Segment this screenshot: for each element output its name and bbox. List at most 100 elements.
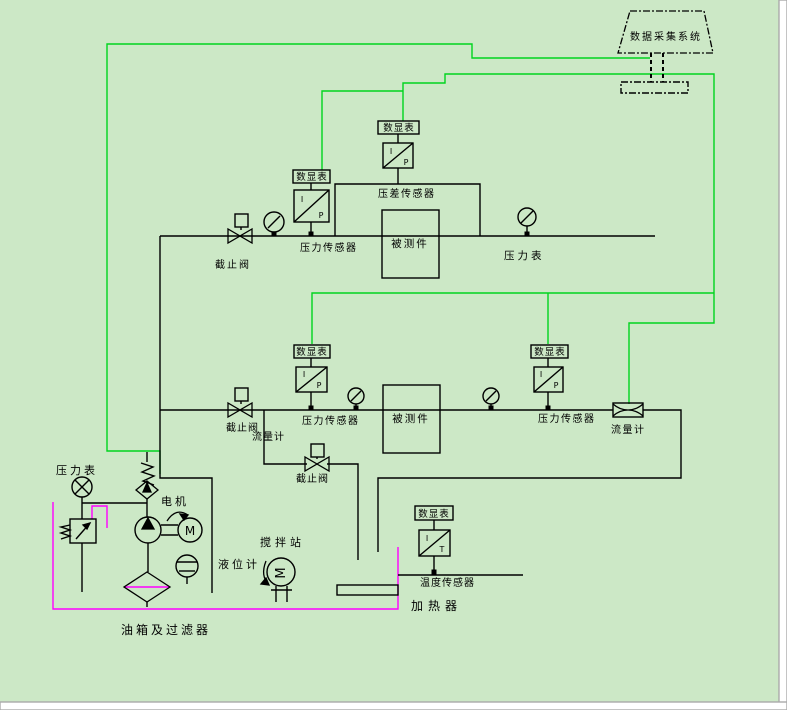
pipe-bypass-b [327, 463, 359, 560]
junction [271, 231, 277, 237]
gauge2-needle [520, 210, 534, 224]
label-ip0-i: I [390, 147, 392, 156]
heater-bar [336, 584, 399, 596]
relief-valve-body [69, 518, 97, 544]
junction [488, 405, 494, 411]
scrollbar-right [778, 0, 787, 710]
label-pressure-gauge2: 压力表 [56, 463, 98, 477]
label-pressure-gauge1: 压力表 [504, 249, 545, 262]
label-ip2-i: I [303, 370, 305, 379]
motor-circle [177, 517, 203, 543]
label-pressure-sensor3: 压力传感器 [538, 412, 596, 425]
label-ip1-p: P [319, 211, 324, 220]
motor-rotation-arrow [166, 511, 189, 522]
display1-box [377, 120, 420, 135]
label-display4: 数显表 [534, 346, 566, 358]
it-transducer-box [418, 529, 451, 557]
gauge3-needle [350, 390, 362, 402]
valve2-actuator [234, 387, 249, 402]
dp-sensor-taps [334, 183, 481, 236]
display5-box [414, 505, 454, 521]
pipe-bypass-a [263, 410, 307, 465]
relief-spring [58, 524, 73, 540]
ip1-transducer-box [293, 189, 330, 223]
label-pressure-sensor1: 压力传感器 [300, 241, 358, 254]
check-valve-arrow [141, 481, 153, 493]
it-diagonal [418, 529, 451, 557]
label-display1: 数显表 [383, 122, 415, 134]
display2-box [292, 169, 331, 184]
gauge3-dial [347, 387, 365, 405]
pipe-trunk [159, 236, 213, 593]
valve1-actuator [234, 213, 249, 228]
ip3-transducer-box [533, 366, 564, 393]
pipe-line2-return [377, 409, 682, 552]
gauge4-dial [482, 387, 500, 405]
ip0-transducer-box [382, 142, 414, 169]
relief-arrow-head [81, 521, 92, 531]
scrollbar-bottom [0, 701, 787, 710]
flowmeter-box [612, 402, 644, 418]
ip1-diagonal [293, 189, 330, 223]
breather-circle [175, 554, 199, 578]
label-heater: 加热器 [411, 599, 462, 613]
dut2-box [382, 384, 441, 454]
label-stirrer-m: M [274, 567, 289, 578]
label-it-i: I [426, 534, 428, 543]
label-ip2-p: P [317, 381, 322, 390]
label-level-gauge: 液位计 [218, 557, 260, 571]
label-daq-system: 数据采集系统 [630, 30, 702, 43]
display4-box [530, 344, 569, 359]
gauge4-needle [485, 390, 497, 402]
stirrer-rotation-arrowhead [259, 576, 271, 586]
label-mixing-station: 搅拌站 [260, 535, 305, 549]
label-dp-sensor: 压差传感器 [378, 187, 436, 200]
tank-outline [52, 502, 399, 610]
valve3-body [304, 455, 330, 473]
pump-gauge-x2 [74, 479, 90, 495]
label-motor: 电机 [161, 494, 189, 508]
label-it-t: T [439, 545, 445, 554]
label-shutoff-valve2: 截止阀 [226, 421, 259, 434]
label-dut2: 被测件 [392, 412, 430, 425]
daq-signal-branch-row2 [311, 292, 714, 344]
ip2-transducer-box [295, 366, 328, 393]
flowmeter-element [612, 403, 644, 417]
display3-box [293, 344, 331, 359]
pump-spring [140, 462, 156, 486]
label-ip3-i: I [540, 370, 542, 379]
daq-signal-branch-display2 [321, 90, 403, 170]
label-shutoff-valve1: 截止阀 [215, 258, 251, 271]
valve1-body [227, 227, 253, 245]
label-ip0-p: P [404, 158, 409, 167]
junction [353, 405, 359, 411]
junction [431, 569, 437, 575]
ip0-diagonal [382, 142, 414, 169]
valve2-body [227, 401, 253, 419]
gauge2-dial [517, 207, 537, 227]
junction [545, 405, 551, 411]
label-tank-filter: 油箱及过滤器 [121, 622, 211, 637]
label-shutoff-valve3: 截止阀 [296, 472, 329, 485]
motor-rotation-arrowhead [178, 513, 190, 522]
junction [524, 231, 530, 237]
filter-diamond [122, 571, 172, 603]
label-display3: 数显表 [296, 346, 328, 358]
check-valve-diamond [134, 480, 160, 500]
ip3-diagonal [533, 366, 564, 393]
label-flowmeter2: 流量计 [611, 423, 646, 436]
label-display2: 数显表 [296, 171, 328, 183]
pump-flow-triangle [140, 516, 156, 530]
daq-signal-line-main [402, 73, 715, 404]
label-motor-m: M [185, 524, 195, 538]
label-display5: 数显表 [418, 508, 450, 520]
label-temp-sensor: 温度传感器 [420, 576, 475, 589]
label-dut1: 被测件 [391, 237, 429, 250]
ip2-diagonal [295, 366, 328, 393]
label-ip1-i: I [301, 195, 303, 204]
relief-pilot-line [91, 505, 108, 528]
stirrer-circle [266, 557, 296, 587]
